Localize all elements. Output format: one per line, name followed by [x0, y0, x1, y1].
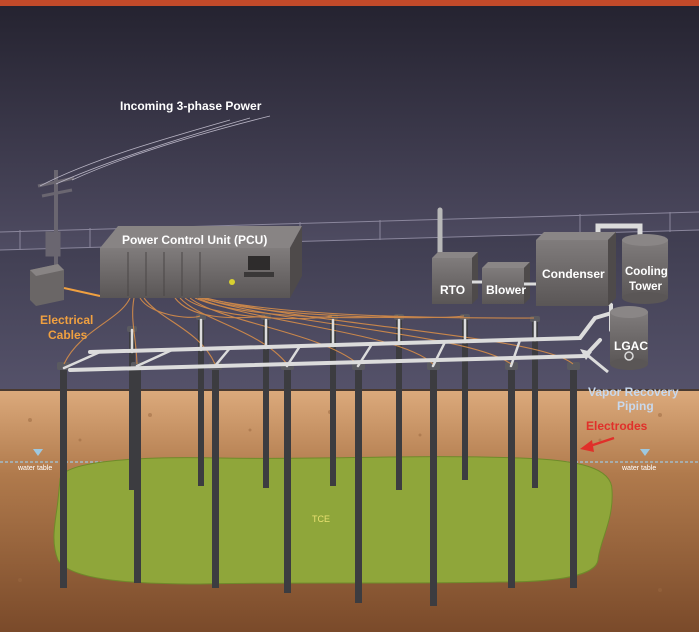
- top-border: [0, 0, 699, 6]
- tce-label: TCE: [312, 514, 330, 524]
- transformer: [30, 264, 101, 306]
- lgac-tank: [610, 306, 648, 370]
- cooling-tower-unit: [622, 234, 668, 304]
- lgac-label: LGAC: [614, 339, 648, 353]
- soil-texture: [18, 410, 662, 592]
- electrodes-label: Electrodes: [586, 419, 648, 433]
- pcu-label: Power Control Unit (PCU): [122, 233, 267, 247]
- rto-unit: [432, 252, 478, 304]
- condenser-label: Condenser: [542, 267, 605, 281]
- pcu-box: [100, 226, 302, 298]
- electrical-cables-label-2: Cables: [48, 328, 88, 342]
- electrodes-front-row: [60, 368, 577, 606]
- electrical-cables-label-1: Electrical: [40, 313, 93, 327]
- blower-label: Blower: [486, 283, 526, 297]
- rto-label: RTO: [440, 283, 465, 297]
- electrodes-arrow: [580, 436, 615, 452]
- power-lines: [39, 115, 271, 187]
- vapor-recovery-label-2: Piping: [617, 399, 654, 413]
- water-table-right-icon: [640, 449, 650, 456]
- electrical-cables: [63, 297, 574, 365]
- water-table-left-label: water table: [17, 465, 52, 472]
- condenser-unit: [524, 232, 616, 306]
- vapor-arrow: [580, 349, 609, 374]
- electrode-caps-back: [127, 314, 540, 332]
- incoming-power-label: Incoming 3-phase Power: [120, 99, 262, 113]
- water-table-right-label: water table: [621, 465, 656, 472]
- cooling-tower-label-1: Cooling: [625, 266, 668, 278]
- electrodes-back-row: [129, 318, 538, 490]
- water-table-left-icon: [33, 449, 43, 456]
- cooling-tower-label-2: Tower: [629, 281, 663, 293]
- vapor-recovery-label-1: Vapor Recovery: [588, 385, 679, 399]
